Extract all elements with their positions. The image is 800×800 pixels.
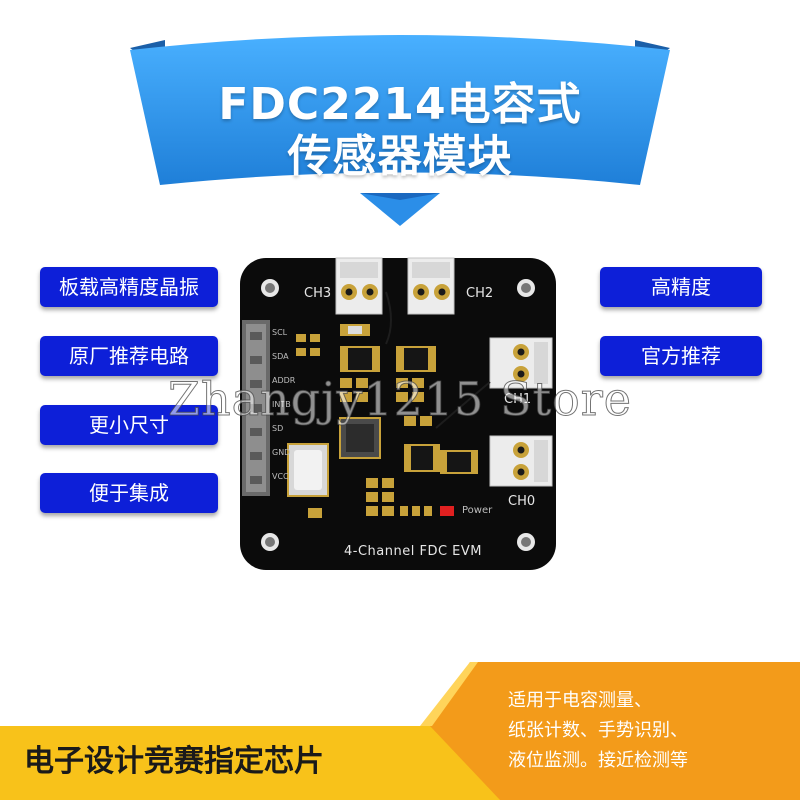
footer-desc-line1: 适用于电容测量、 [508, 690, 652, 711]
footer-yellow-band [0, 726, 520, 800]
label-power: Power [462, 505, 493, 516]
footer-title: 电子设计竞赛指定芯片 [24, 744, 324, 779]
pin-header [242, 320, 270, 496]
footer-graphic [0, 662, 800, 800]
label-ch2: CH2 [466, 286, 494, 301]
terminal-ch3 [335, 257, 383, 315]
store-watermark: Zhangjy1215 Store [168, 372, 632, 427]
terminal-ch1 [489, 337, 553, 389]
fdc-chip [339, 417, 381, 459]
pin-label-intb: INTB [272, 400, 291, 409]
feature-tag-size: 更小尺寸 [40, 405, 218, 445]
ribbon-graphic [130, 35, 670, 226]
pin-label-scl: SCL [272, 328, 288, 337]
footer-desc-line2: 纸张计数、手势识别、 [508, 720, 688, 741]
passive-components [296, 324, 432, 518]
pin-label-gnd: GND [272, 448, 291, 457]
pcb-board: CH3 CH2 CH1 CH0 SCL SDA ADDR INTB SD GND… [236, 252, 560, 572]
feature-tag-precision: 高精度 [600, 267, 762, 307]
pin-label-sd: SD [272, 424, 284, 433]
header-banner: FDC2214电容式 传感器模块 [0, 0, 800, 260]
label-ch0: CH0 [508, 494, 536, 509]
ribbon-arrow [360, 193, 440, 226]
banner-title-line2: 传感器模块 [287, 131, 513, 182]
pcb-graphic [240, 257, 556, 570]
label-ch1: CH1 [504, 392, 532, 407]
label-ch3: CH3 [304, 286, 332, 301]
pin-label-sda: SDA [272, 352, 289, 361]
feature-tag-circuit: 原厂推荐电路 [40, 336, 218, 376]
pin-label-addr: ADDR [272, 376, 296, 385]
feature-tag-crystal: 板载高精度晶振 [40, 267, 218, 307]
feature-tag-official: 官方推荐 [600, 336, 762, 376]
crystal-oscillator [287, 443, 329, 497]
pin-label-vcc: VCC [272, 472, 289, 481]
footer-orange-panel [430, 662, 800, 800]
terminal-ch2 [407, 257, 455, 315]
terminal-ch0 [489, 435, 553, 487]
power-led [440, 506, 454, 516]
mounting-holes [261, 279, 535, 551]
board-name: 4-Channel FDC EVM [344, 544, 482, 559]
inductors [340, 346, 478, 474]
ribbon-body [130, 35, 670, 185]
banner-title-line1: FDC2214电容式 [218, 79, 582, 130]
feature-tag-integration: 便于集成 [40, 473, 218, 513]
footer-section: 电子设计竞赛指定芯片 适用于电容测量、 纸张计数、手势识别、 液位监测。接近检测… [0, 662, 800, 800]
footer-desc-line3: 液位监测。接近检测等 [508, 750, 688, 771]
